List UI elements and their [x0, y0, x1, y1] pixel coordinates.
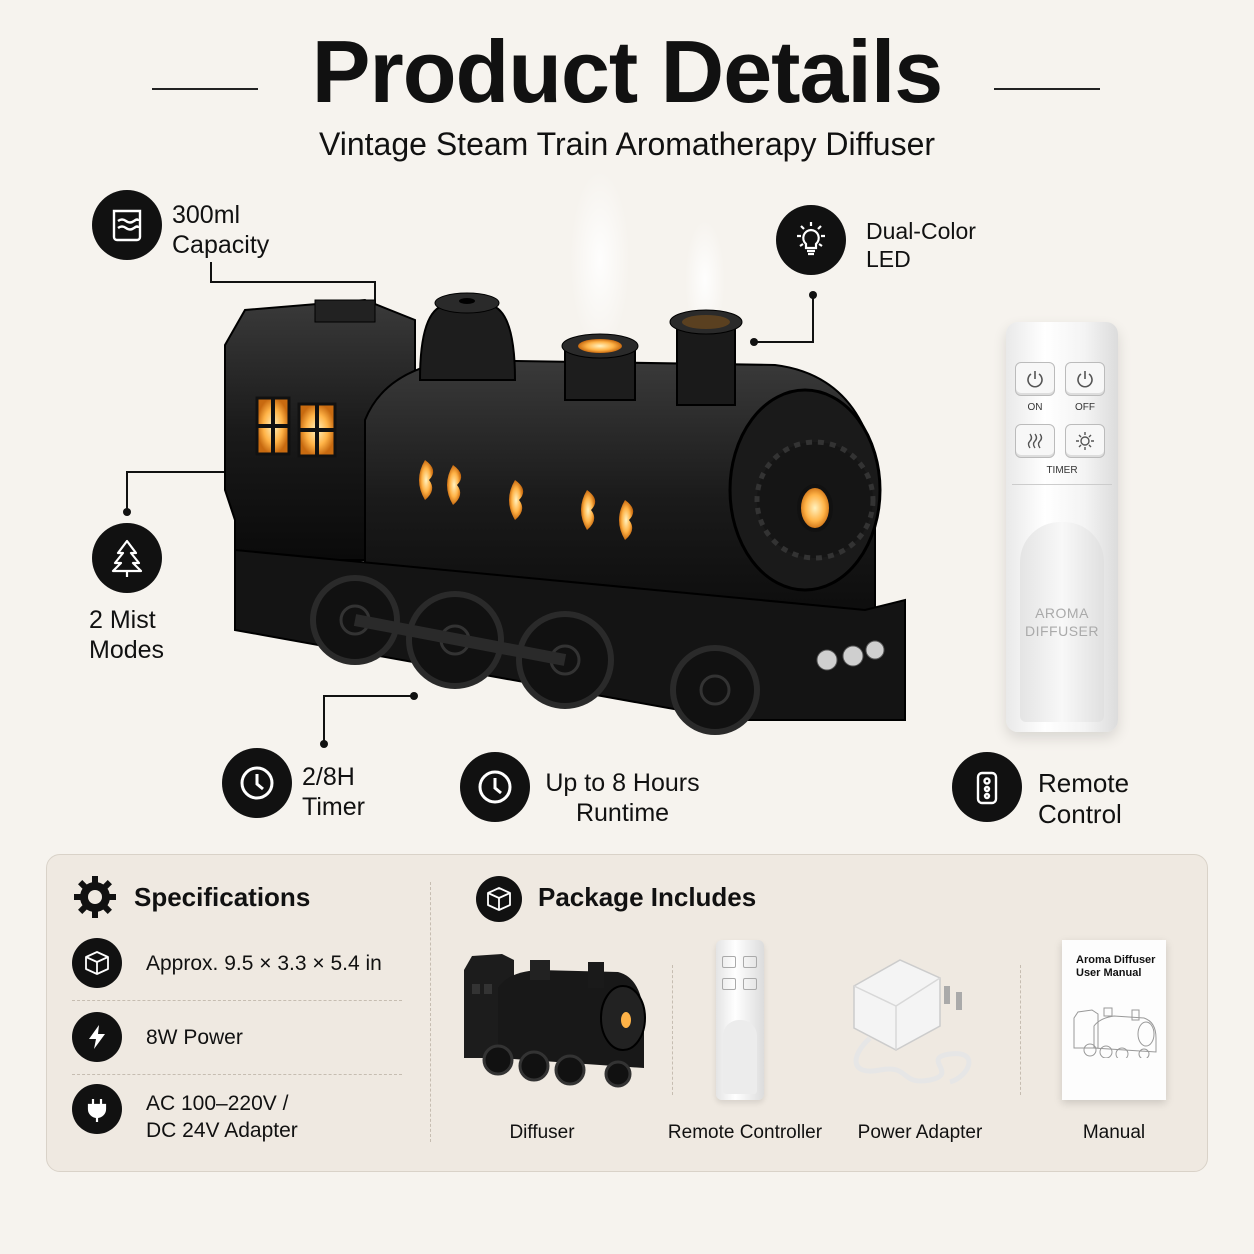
- power-off-button: [1065, 362, 1105, 396]
- page-title: Product Details: [311, 22, 943, 121]
- package-divider: [672, 965, 673, 1095]
- power-on-button: [1015, 362, 1055, 396]
- package-power-adapter-image: [853, 959, 972, 1085]
- feature-remote-label: Remote Control: [1038, 768, 1130, 830]
- package-manual-image: Aroma Diffuser User Manual: [1062, 940, 1166, 1100]
- package-label-diffuser: Diffuser: [509, 1122, 575, 1143]
- spec-divider: [72, 1074, 402, 1075]
- mist-button: [1015, 424, 1055, 458]
- package-remote-image: [716, 940, 764, 1100]
- package-title: Package Includes: [538, 882, 757, 912]
- box-icon: [476, 876, 522, 922]
- manual-cover-title: Aroma Diffuser User Manual: [1076, 954, 1156, 980]
- spec-adapter: AC 100–220V / DC 24V Adapter: [146, 1092, 298, 1143]
- spec-power: 8W Power: [146, 1026, 243, 1049]
- light-button: [1065, 424, 1105, 458]
- off-label: OFF: [1075, 402, 1095, 413]
- tree-icon: [92, 523, 162, 593]
- page-subtitle: Vintage Steam Train Aromatherapy Diffuse…: [318, 126, 936, 162]
- title-rule-left: [152, 88, 258, 90]
- section-divider: [430, 882, 431, 1142]
- timer-label: TIMER: [1046, 465, 1078, 476]
- spec-dimensions: Approx. 9.5 × 3.3 × 5.4 in: [146, 952, 382, 975]
- package-diffuser-image: [464, 954, 646, 1088]
- package-label-remote: Remote Controller: [667, 1122, 823, 1143]
- steam-train-diffuser-image: [224, 170, 906, 735]
- feature-capacity-label: 300ml Capacity: [172, 201, 270, 259]
- lightbulb-icon: [776, 205, 846, 275]
- remote-control-icon: [952, 752, 1022, 822]
- package-label-manual: Manual: [1082, 1122, 1146, 1143]
- specifications-title: Specifications: [134, 882, 311, 912]
- lightning-icon: [72, 1012, 122, 1062]
- package-label-adapter: Power Adapter: [857, 1122, 983, 1143]
- package-divider: [1020, 965, 1021, 1095]
- feature-led-label: Dual-Color LED: [866, 218, 976, 272]
- water-capacity-icon: [92, 190, 162, 260]
- title-rule-right: [994, 88, 1100, 90]
- plug-icon: [72, 1084, 122, 1134]
- clock-icon: [460, 752, 530, 822]
- feature-runtime-label: Up to 8 Hours Runtime: [545, 769, 700, 827]
- feature-timer-label: 2/8H Timer: [302, 763, 365, 821]
- gear-icon: [72, 874, 118, 920]
- feature-mist-label: 2 Mist Modes: [89, 606, 165, 664]
- remote-brand: AROMA DIFFUSER: [1025, 605, 1099, 640]
- spec-divider: [72, 1000, 402, 1001]
- remote-grip: [1020, 522, 1104, 722]
- clock-icon: [222, 748, 292, 818]
- on-label: ON: [1027, 402, 1043, 413]
- remote-control-image: ON OFF TIMER AROMA DIFFUSER: [1006, 322, 1118, 732]
- box-icon: [72, 938, 122, 988]
